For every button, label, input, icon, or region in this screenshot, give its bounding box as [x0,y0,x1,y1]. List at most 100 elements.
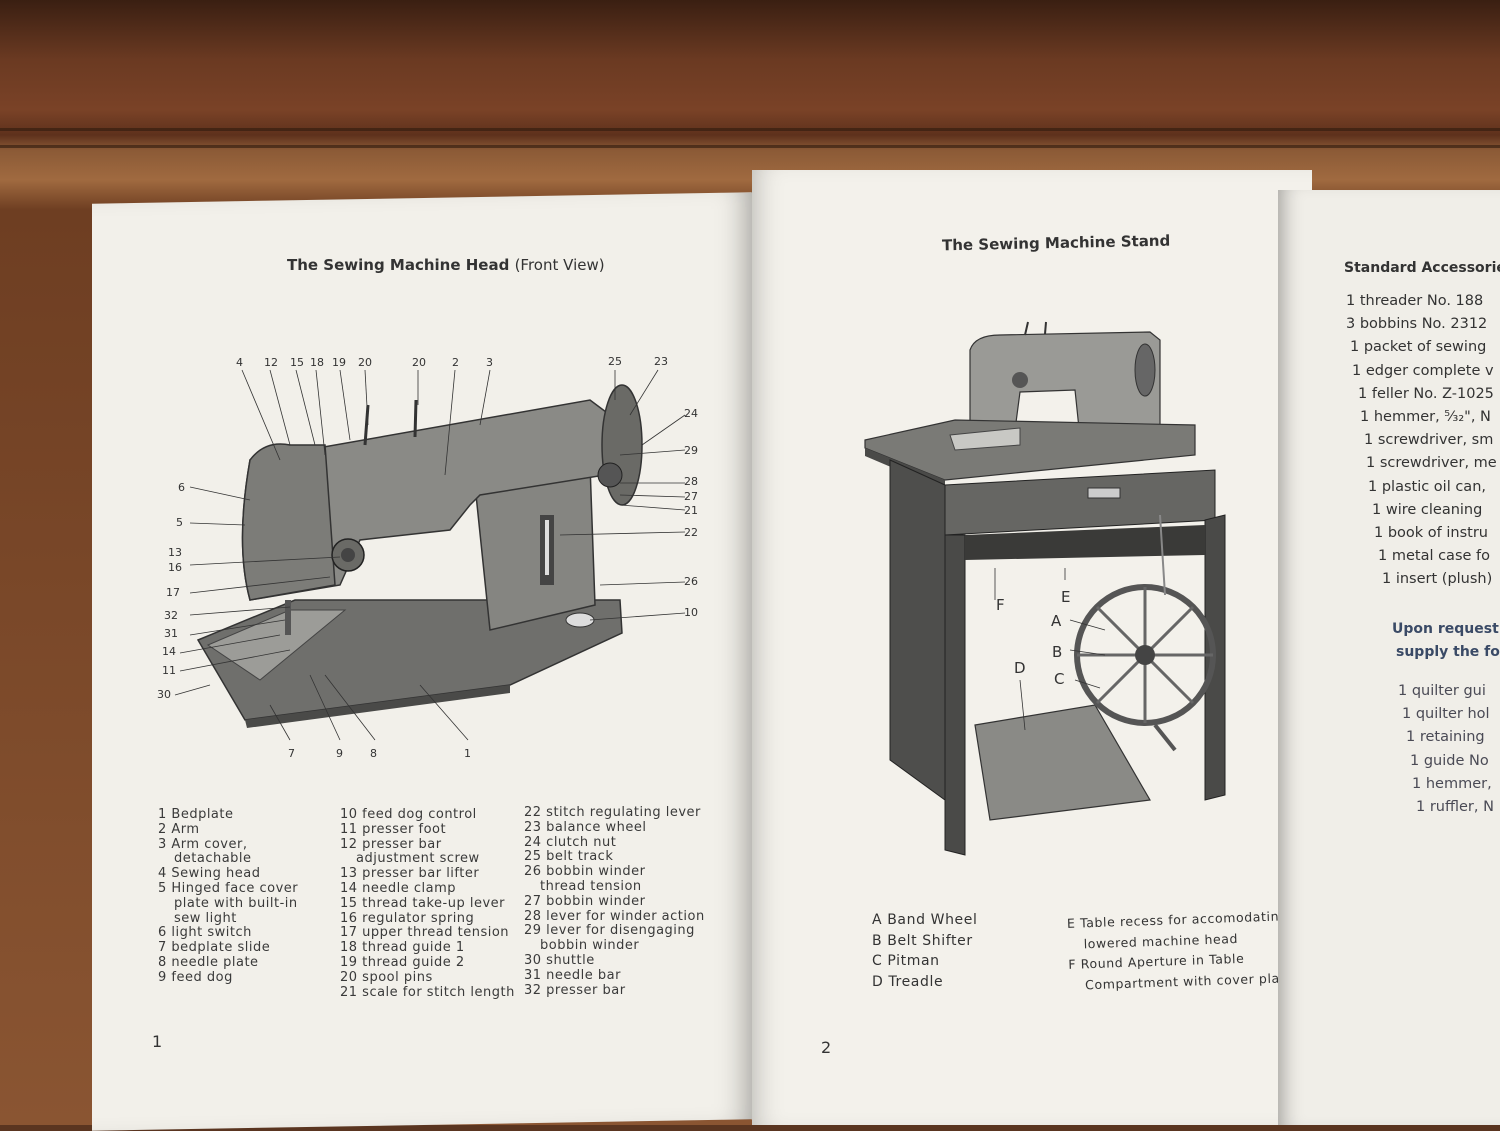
callout-number: 28 [684,475,698,488]
legend-column-2: 10 feed dog control 11 presser foot 12 p… [340,807,515,1000]
stand-legend-item: B Belt Shifter [872,932,973,949]
accessory-item: 1 screwdriver, me [1366,455,1497,472]
request-line: supply the fol [1396,644,1500,660]
request-item: 1 hemmer, [1412,775,1492,792]
accessory-item: 1 edger complete v [1352,362,1494,379]
legend-item: 32 presser bar [524,982,626,998]
callout-number: 6 [178,481,185,494]
legend-item: 17 upper thread tension [340,925,510,941]
callout-number: 20 [358,356,372,369]
legend-item: 5 Hinged face cover [158,880,299,896]
sewing-machine-head-illustration [174,369,686,741]
callout-number: 20 [412,356,426,369]
accessories-list: 1 threader No. 188 3 bobbins No. 2312 1 … [1346,290,1497,591]
callout-number: 12 [264,356,278,369]
callout-number: 15 [290,356,304,369]
legend-item: plate with built-in [174,895,298,911]
accessories-title: Standard Accessories [1344,260,1500,276]
title-text: The Sewing Machine Head [287,256,510,274]
callout-number: 11 [162,664,176,677]
legend-item: 10 feed dog control [340,807,477,822]
legend-item: 3 Arm cover, [158,836,248,852]
legend-item: 16 regulator spring [340,910,475,926]
legend-item: 13 presser bar lifter [340,866,480,882]
legend-item: thread tension [540,878,642,894]
callout-number: 18 [310,356,324,369]
callout-number: 30 [157,688,171,701]
callout-number: 25 [608,355,622,368]
page-number-right: 2 [821,1038,832,1057]
legend-item: 4 Sewing head [158,866,261,882]
callout-number: 14 [162,645,176,658]
page-number-left: 1 [152,1032,163,1051]
legend-item: adjustment screw [356,851,480,867]
legend-item: 9 feed dog [158,969,233,985]
legend-item: 15 thread take-up lever [340,895,506,911]
accessory-item: 1 packet of sewing [1350,339,1487,356]
legend-column-1: 1 Bedplate 2 Arm 3 Arm cover, detachable… [158,807,299,986]
callout-number: 19 [332,356,346,369]
sewing-machine-stand-illustration [864,321,1226,856]
legend-item: 24 clutch nut [524,834,617,850]
callout-number: 3 [486,356,493,369]
wood-plank-seam [0,145,1500,148]
stand-legend-item: D Treadle [872,973,944,990]
legend-item: 11 presser foot [340,821,447,837]
callout-number: 2 [452,356,459,369]
callout-number: 13 [168,546,182,559]
legend-item: 29 lever for disengaging [524,923,695,939]
request-line: Upon request [1392,621,1499,637]
legend-item: 23 balance wheel [524,819,647,835]
request-heading: Upon request supply the fol [1392,618,1500,664]
stand-legend-left: A Band Wheel B Belt Shifter C Pitman D T… [872,910,977,992]
legend-item: 12 presser bar [340,836,442,852]
legend-item: sew light [174,910,237,926]
accessory-item: 1 metal case fo [1378,548,1491,565]
legend-item: 27 bobbin winder [524,893,646,909]
accessory-item: 1 threader No. 188 [1346,293,1484,309]
legend-item: detachable [174,851,252,867]
stand-label: F [996,596,1005,614]
legend-item: 1 Bedplate [158,807,234,822]
stand-legend-right: E Table recess for accomodating lowered … [1067,906,1294,996]
stand-label: E [1061,588,1071,606]
accessory-item: 1 screwdriver, sm [1364,432,1494,449]
stand-label: D [1014,659,1026,677]
legend-item: 6 light switch [158,925,252,941]
request-item: 1 retaining [1406,729,1485,746]
legend-item: 28 lever for winder action [524,908,705,924]
callout-number: 5 [176,516,183,529]
callout-number: 7 [288,747,295,760]
manual-page-partial [1278,190,1500,1125]
legend-item: 21 scale for stitch length [340,984,515,1000]
callout-number: 17 [166,586,180,599]
legend-item: 26 bobbin winder [524,864,646,880]
legend-item: 25 belt track [524,849,614,865]
callout-number: 16 [168,561,182,574]
stand-label: B [1052,643,1063,661]
legend-item: 22 stitch regulating lever [524,805,701,820]
accessory-item: 1 hemmer, ⁵⁄₃₂", N [1360,408,1491,425]
stand-label: C [1054,670,1065,688]
request-item: 1 guide No [1410,752,1489,769]
legend-item: 18 thread guide 1 [340,940,465,956]
callout-number: 27 [684,490,698,503]
request-item: 1 quilter hol [1402,706,1490,723]
callout-number: 29 [684,444,698,457]
callout-number: 4 [236,356,243,369]
legend-item: 7 bedplate slide [158,940,271,956]
legend-item: 30 shuttle [524,952,595,968]
legend-item: 8 needle plate [158,954,259,970]
legend-item: 14 needle clamp [340,880,457,896]
legend-item: 20 spool pins [340,969,433,985]
accessory-item: 1 book of instru [1374,524,1488,541]
callout-number: 24 [684,407,698,420]
accessory-item: 3 bobbins No. 2312 [1346,316,1488,333]
callout-number: 32 [164,609,178,622]
callout-number: 26 [684,575,698,588]
accessory-item: 1 wire cleaning [1372,501,1483,518]
callout-number: 31 [164,627,178,640]
request-item: 1 ruffler, N [1416,798,1494,815]
stand-legend-item: C Pitman [872,953,940,969]
legend-item: 19 thread guide 2 [340,954,465,970]
